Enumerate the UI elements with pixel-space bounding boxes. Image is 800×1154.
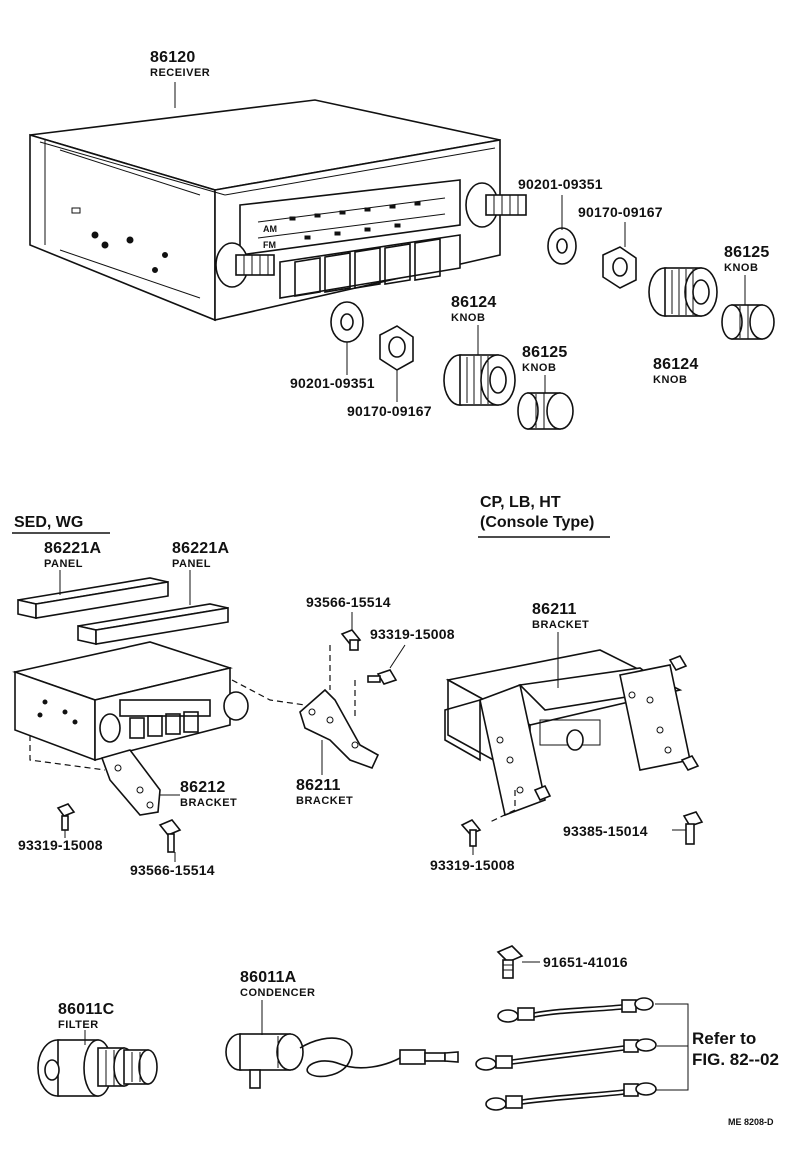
refer-line-1: Refer to — [692, 1029, 757, 1048]
part-name: FILTER — [58, 1019, 99, 1031]
bolt-93566-middle — [340, 629, 362, 651]
part-number: 86212 — [180, 779, 226, 796]
bolt-93319-left — [56, 803, 76, 831]
part-number: 86011C — [58, 1001, 115, 1018]
bracket-86212-callout: 86212 BRACKET — [180, 780, 237, 809]
group-console-type: (Console Type) — [480, 514, 595, 531]
nut-90170-a — [602, 246, 637, 289]
bolt-93385-callout: 93385-15014 — [563, 824, 648, 840]
nut-90170-a-callout: 90170-09167 — [578, 205, 663, 221]
bolt-91651 — [496, 945, 524, 979]
receiver-callout: 86120 RECEIVER — [150, 50, 210, 79]
svg-text:FM: FM — [263, 240, 276, 250]
washer-90201-a-callout: 90201-09351 — [518, 177, 603, 193]
washer-90201-a — [547, 227, 577, 265]
knob-86125-left — [517, 392, 574, 430]
part-number: 86125 — [724, 244, 770, 261]
part-number: 86120 — [150, 49, 196, 66]
part-number: 90201-09351 — [290, 375, 375, 391]
part-number: 93385-15014 — [563, 823, 648, 839]
part-number: 86221A — [44, 540, 102, 557]
filter-callout: 86011C FILTER — [58, 1002, 114, 1031]
part-name: BRACKET — [180, 797, 238, 809]
part-name: PANEL — [172, 558, 211, 570]
bracket-86211-middle-callout: 86211 BRACKET — [296, 778, 353, 807]
receiver-unit: AM FM — [29, 99, 527, 322]
part-name: BRACKET — [532, 619, 590, 631]
part-name: BRACKET — [296, 795, 354, 807]
part-number: 93566-15514 — [306, 594, 391, 610]
bolt-93319-right — [460, 818, 482, 847]
panel-86221a-a — [17, 577, 169, 619]
nut-90170-b — [379, 325, 414, 371]
part-name: CONDENCER — [240, 987, 316, 999]
part-number: 86125 — [522, 344, 568, 361]
bracket-86211-right-callout: 86211 BRACKET — [532, 602, 589, 631]
bolt-93319-left-callout: 93319-15008 — [18, 838, 103, 854]
part-name: RECEIVER — [150, 67, 211, 79]
knob-86124-right-callout: 86124 KNOB — [653, 357, 699, 386]
part-number: 86211 — [532, 601, 577, 618]
part-number: 93319-15008 — [430, 857, 515, 873]
svg-text:AM: AM — [263, 224, 277, 234]
panel-a-callout: 86221A PANEL — [44, 541, 101, 570]
ground-straps — [475, 997, 657, 1111]
bolt-93319-middle — [367, 669, 398, 685]
part-number: 86221A — [172, 540, 230, 557]
part-number: 86011A — [240, 969, 297, 986]
bolt-93319-right-callout: 93319-15008 — [430, 858, 515, 874]
bolt-93566-left — [158, 819, 182, 853]
part-number: 93319-15008 — [370, 626, 455, 642]
group-cp-lb-ht: CP, LB, HT — [480, 494, 561, 511]
group-sed-wg: SED, WG — [14, 514, 84, 531]
refer-line-2: FIG. 82--02 — [692, 1050, 779, 1070]
part-number: 91651-41016 — [543, 954, 628, 970]
panel-86221a-b — [77, 603, 229, 645]
bolt-93385 — [682, 811, 704, 845]
receiver-small — [12, 641, 249, 762]
bolt-93319-middle-callout: 93319-15008 — [370, 627, 455, 643]
condencer-86011a-part — [225, 1033, 459, 1089]
part-number: 93566-15514 — [130, 862, 215, 878]
panel-b-callout: 86221A PANEL — [172, 541, 229, 570]
bolt-91651-callout: 91651-41016 — [543, 955, 628, 971]
part-name: KNOB — [522, 362, 557, 374]
part-number: 90170-09167 — [347, 403, 432, 419]
bracket-86212-part — [100, 749, 161, 816]
filter-86011c-part — [37, 1039, 158, 1097]
part-name: KNOB — [451, 312, 486, 324]
condencer-callout: 86011A CONDENCER — [240, 970, 315, 999]
refer-to-note: Refer to FIG. 82--02 — [692, 1028, 779, 1071]
knob-86125-right — [721, 304, 775, 340]
part-name: KNOB — [653, 374, 688, 386]
part-number: 90201-09351 — [518, 176, 603, 192]
bolt-93566-left-callout: 93566-15514 — [130, 863, 215, 879]
knob-86125-right-callout: 86125 KNOB — [724, 245, 770, 274]
washer-90201-b — [330, 301, 364, 343]
knob-86124-left — [443, 354, 516, 406]
knob-86124-right — [648, 267, 718, 317]
part-number: 86124 — [451, 294, 497, 311]
washer-90201-b-callout: 90201-09351 — [290, 376, 375, 392]
knob-86125-left-callout: 86125 KNOB — [522, 345, 568, 374]
part-number: 86124 — [653, 356, 699, 373]
part-number: 93319-15008 — [18, 837, 103, 853]
part-name: PANEL — [44, 558, 83, 570]
part-name: KNOB — [724, 262, 759, 274]
nut-90170-b-callout: 90170-09167 — [347, 404, 432, 420]
figure-code: ME 8208-D — [728, 1117, 774, 1127]
part-number: 90170-09167 — [578, 204, 663, 220]
bracket-86211-middle — [299, 688, 380, 770]
bolt-93566-middle-callout: 93566-15514 — [306, 595, 391, 611]
knob-86124-left-callout: 86124 KNOB — [451, 295, 497, 324]
console-receiver-bracket — [444, 649, 700, 817]
part-number: 86211 — [296, 777, 341, 794]
